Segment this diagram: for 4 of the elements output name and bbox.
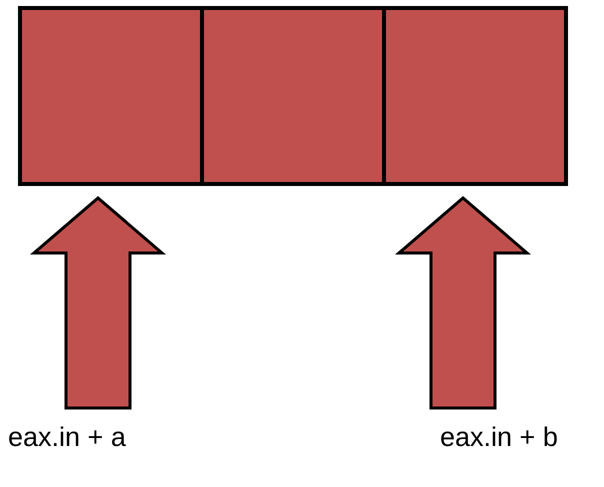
block-arrow [30,196,166,410]
block-arrow [394,196,532,410]
offset-label: eax.in + a [8,420,126,454]
offset-label: eax.in + b [440,420,558,454]
